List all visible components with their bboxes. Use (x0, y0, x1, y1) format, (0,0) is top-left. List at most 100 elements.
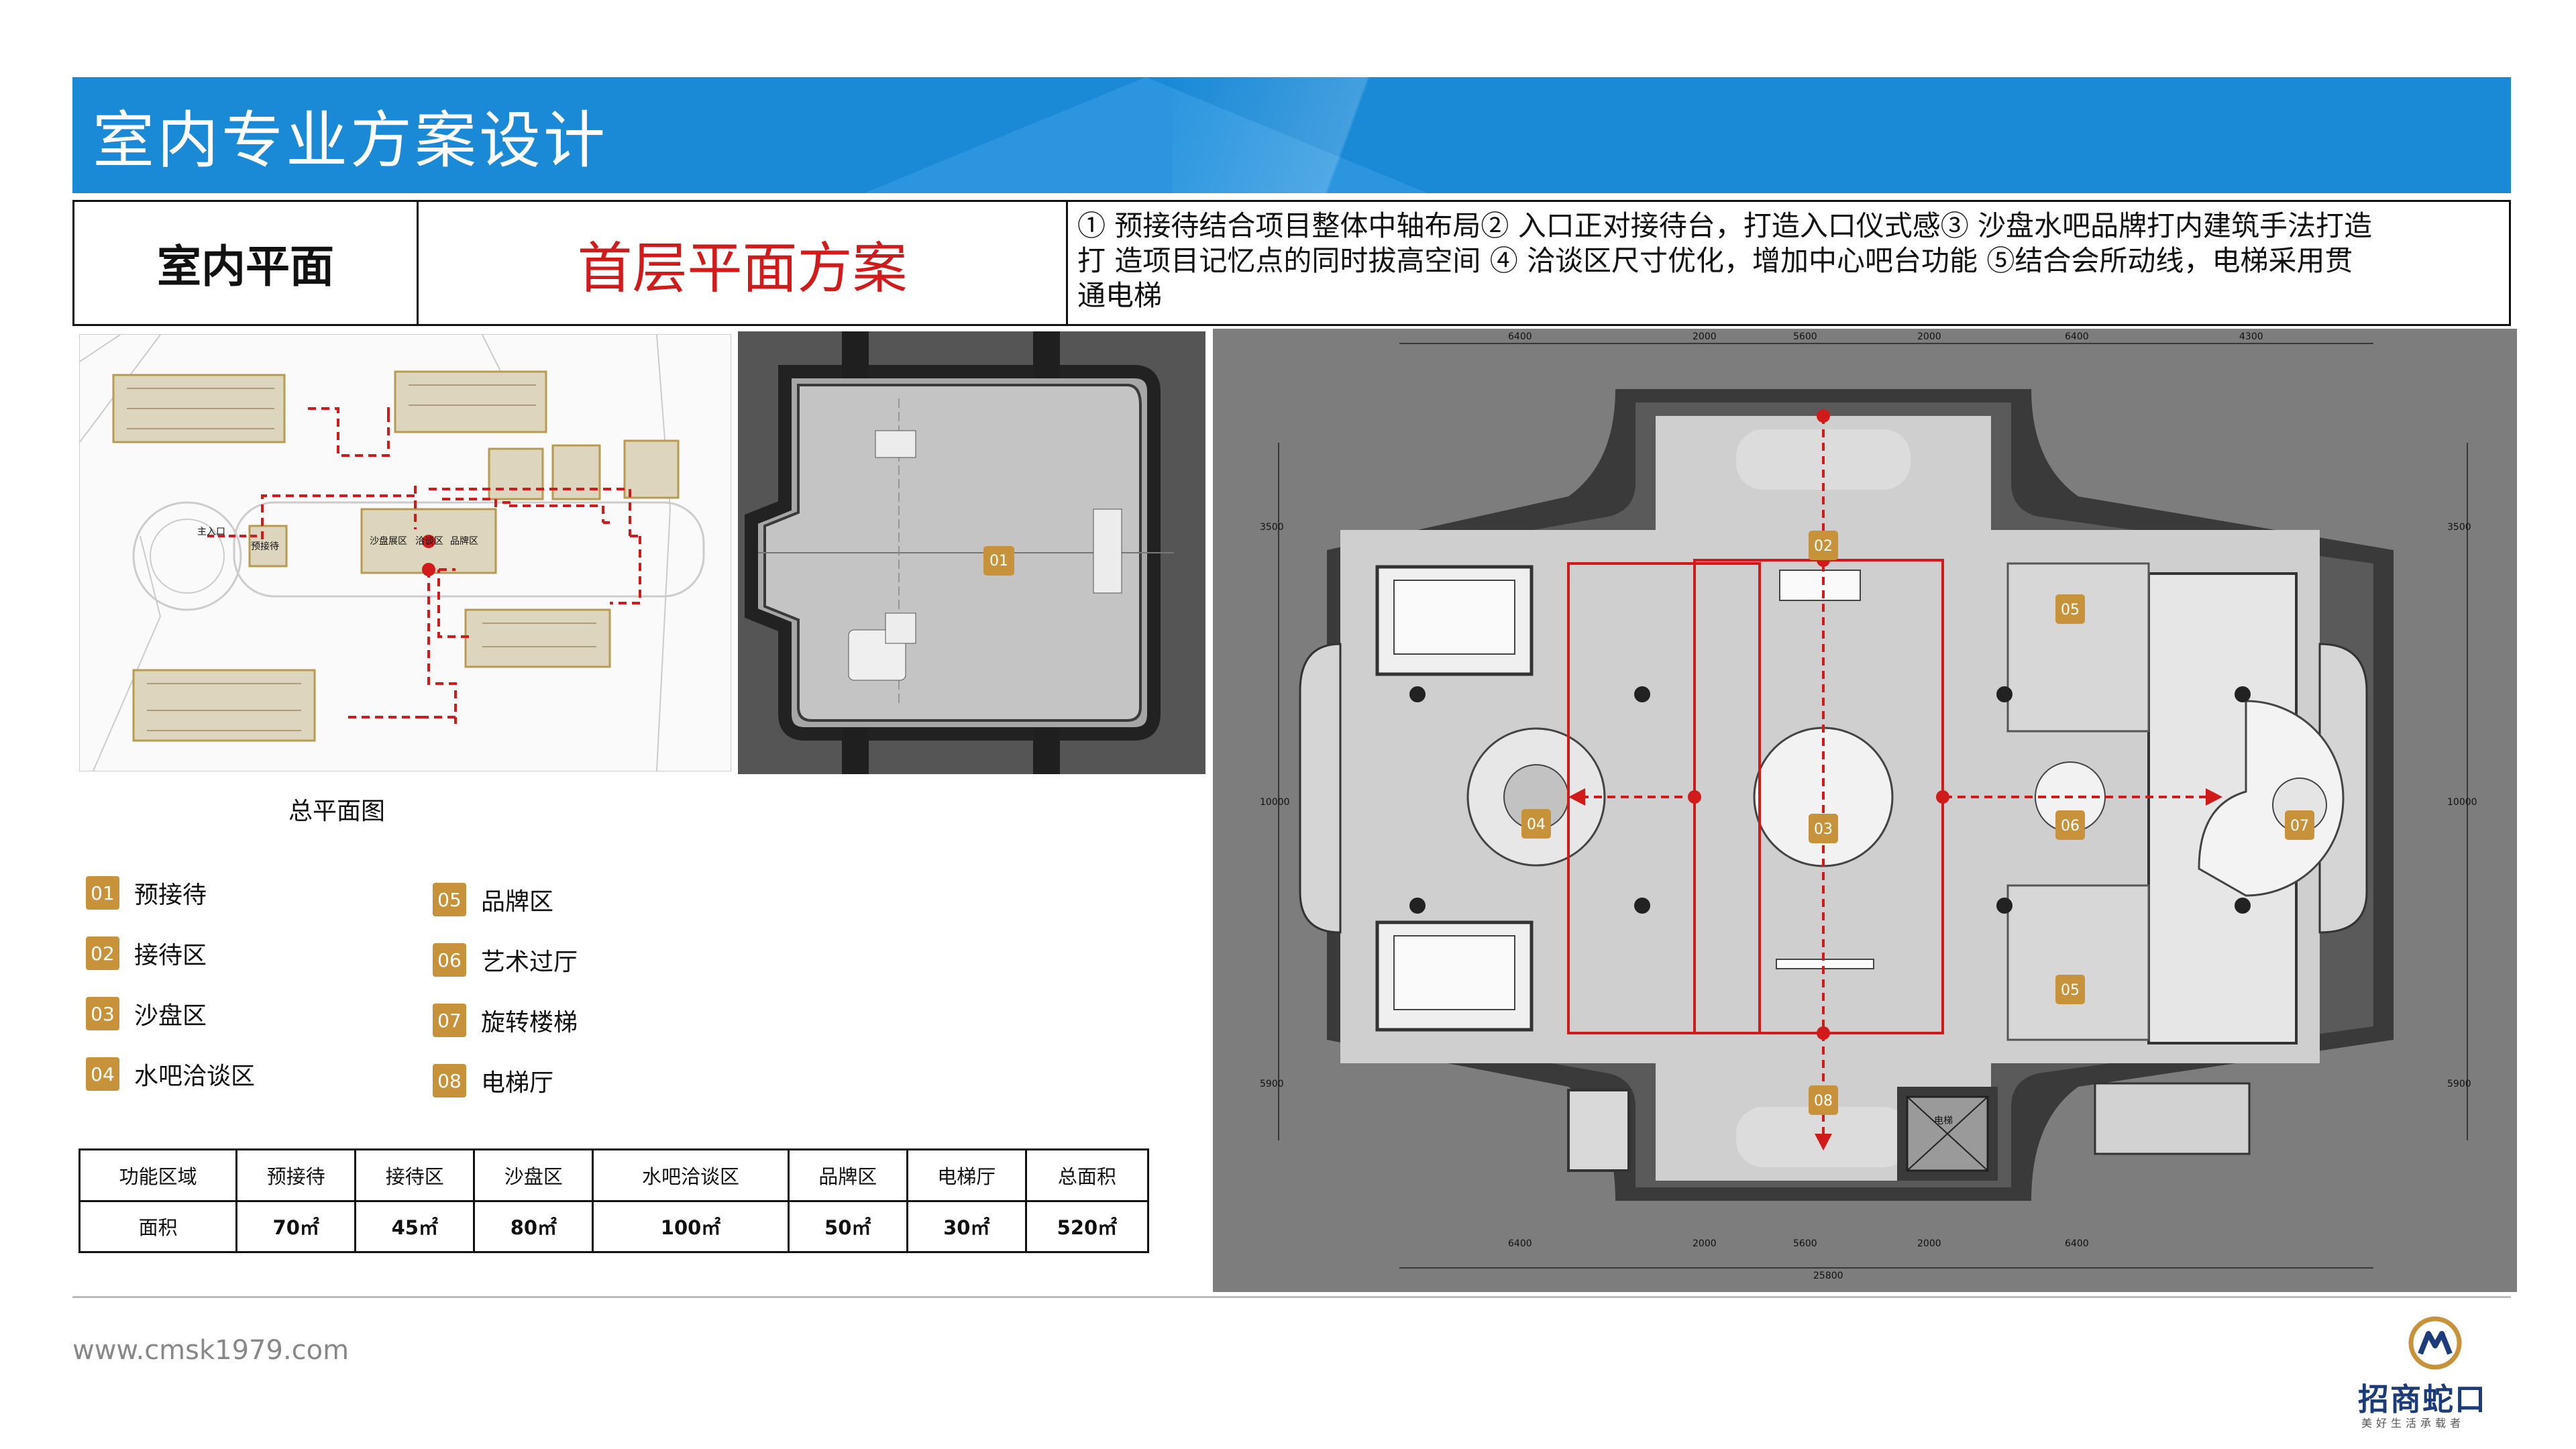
dim-bottom-1: 2000 (1693, 1238, 1717, 1249)
table-header-cell: 品牌区 (787, 1148, 908, 1202)
site-label-sand-table: 沙盘展区 (370, 535, 407, 547)
plan-badge-label: 02 (1814, 538, 1833, 555)
plan-badge (2055, 975, 2085, 1004)
legend-label: 沙盘区 (134, 1002, 207, 1030)
table-cell: 70㎡ (235, 1199, 357, 1253)
table-header-cell: 接待区 (354, 1148, 476, 1202)
design-note-line: 打 造项目记忆点的同时拔高空间 ④ 洽谈区尺寸优化，增加中心吧台功能 ⑤结合会所… (1077, 244, 2353, 277)
dimension-labels: 6400 2000 5600 2000 6400 4300 6400 2000 … (1260, 331, 2477, 1281)
plan-badge-label: 05 (2061, 602, 2080, 619)
table-cell: 100㎡ (592, 1199, 790, 1253)
entrance-plan: 01 (738, 331, 1205, 774)
table-header-cell: 电梯厅 (906, 1148, 1027, 1202)
dim-total: 25800 (1813, 1271, 1843, 1281)
plan-badge-label: 04 (1527, 816, 1546, 833)
table-header-row: 功能区域 预接待 接待区 沙盘区 水吧洽谈区 品牌区 电梯厅 总面积 (78, 1148, 1150, 1202)
legend-item: 08 电梯厅 (433, 1063, 553, 1098)
dim-bottom-0: 6400 (1508, 1238, 1532, 1249)
legend-badge: 05 (433, 883, 466, 916)
legend-badge: 08 (433, 1064, 466, 1097)
legend-item: 06 艺术过厅 (433, 943, 578, 977)
area-table: 功能区域 预接待 接待区 沙盘区 水吧洽谈区 品牌区 电梯厅 总面积 面积 70… (78, 1148, 1150, 1253)
plan-badge (1809, 531, 1838, 560)
table-row: 面积 70㎡ 45㎡ 80㎡ 100㎡ 50㎡ 30㎡ 520㎡ (78, 1199, 1150, 1253)
table-cell: 80㎡ (473, 1199, 594, 1253)
legend-badge: 02 (86, 936, 119, 970)
design-note-line: 通电梯 (1077, 279, 1163, 312)
legend-item: 07 旋转楼梯 (433, 1003, 578, 1038)
header-banner: 室内专业方案设计 (72, 77, 2511, 193)
header-decoration-stripe (1173, 77, 1454, 193)
site-label-brand: 品牌区 (450, 535, 478, 547)
plan-badge-label: 06 (2061, 818, 2080, 835)
dim-top-0: 6400 (1508, 331, 1532, 342)
dim-side-0: 3500 (1260, 522, 1284, 533)
company-logo-icon (2408, 1316, 2462, 1370)
legend-item: 04 水吧洽谈区 (86, 1057, 255, 1091)
table-row-label: 面积 (78, 1199, 238, 1253)
dim-top-2: 5600 (1793, 331, 1817, 342)
dim-bottom-4: 6400 (2065, 1238, 2089, 1249)
plan-badge-label: 07 (2290, 818, 2309, 835)
table-cell: 45㎡ (354, 1199, 476, 1253)
plan-badge (983, 546, 1014, 576)
table-header-cell: 功能区域 (78, 1148, 238, 1202)
site-label-pre-reception: 预接待 (251, 541, 279, 552)
design-notes: ① 预接待结合项目整体中轴布局② 入口正对接待台，打造入口仪式感③ 沙盘水吧品牌… (1077, 209, 2500, 313)
plan-badge-label: 05 (2061, 982, 2080, 999)
table-header-cell: 预接待 (235, 1148, 357, 1202)
design-note-line: ① 预接待结合项目整体中轴布局② 入口正对接待台，打造入口仪式感③ 沙盘水吧品牌… (1077, 209, 2373, 242)
table-header-cell: 水吧洽谈区 (592, 1148, 790, 1202)
legend-label: 电梯厅 (481, 1069, 554, 1097)
company-logo-slogan: 美好生活承载者 (2361, 1417, 2465, 1430)
plan-badge (1521, 809, 1551, 839)
dim-bottom-3: 2000 (1917, 1238, 1941, 1249)
footer-url[interactable]: www.cmsk1979.com (72, 1335, 350, 1366)
plan-badge (2055, 810, 2085, 840)
plan-badge-label: 01 (989, 553, 1008, 570)
entrance-plan-drawing: 01 (738, 331, 1205, 774)
dim-top-3: 2000 (1917, 331, 1941, 342)
legend-item: 03 沙盘区 (86, 996, 207, 1031)
site-label-entrance: 主入口 (197, 527, 225, 537)
legend-label: 预接待 (134, 881, 207, 909)
table-cell: 520㎡ (1024, 1199, 1150, 1253)
legend-label: 艺术过厅 (481, 949, 578, 976)
table-header-cell: 总面积 (1024, 1148, 1150, 1202)
company-logo-name: 招商蛇口 (2358, 1381, 2487, 1417)
site-plan-caption: 总平面图 (288, 798, 386, 825)
plan-badge (1809, 1085, 1838, 1115)
plan-badge (2285, 810, 2314, 840)
legend-label: 品牌区 (481, 888, 554, 916)
legend-label: 旋转楼梯 (481, 1009, 578, 1036)
site-plan-drawing: 主入口 预接待 沙盘展区 洽谈区 品牌区 (79, 334, 731, 771)
legend-label: 接待区 (134, 942, 207, 969)
dim-side-1: 10000 (1260, 797, 1290, 808)
legend-badge: 06 (433, 943, 466, 977)
legend-item: 01 预接待 (86, 875, 207, 910)
elevator-label: 电梯 (1934, 1116, 1953, 1126)
table-header-cell: 沙盘区 (473, 1148, 594, 1202)
page-title: 室内专业方案设计 (93, 105, 608, 176)
plan-badge-label: 08 (1814, 1093, 1833, 1110)
dim-top-1: 2000 (1693, 331, 1717, 342)
legend-badge: 01 (86, 876, 119, 910)
dim-side-right-1: 10000 (2447, 797, 2477, 808)
plan-title: 首层平面方案 (419, 202, 1068, 324)
dim-side-right-2: 5900 (2447, 1079, 2471, 1089)
dim-side-2: 5900 (1260, 1079, 1284, 1089)
legend-badge: 03 (86, 997, 119, 1030)
dim-side-right-0: 3500 (2447, 522, 2471, 533)
footer-divider (72, 1296, 2511, 1298)
plan-badge (2055, 594, 2085, 624)
dim-top-4: 6400 (2065, 331, 2089, 342)
plan-badge-label: 03 (1814, 821, 1833, 838)
legend-badge: 04 (86, 1057, 119, 1091)
main-floor-plan: 6400 2000 5600 2000 6400 4300 6400 2000 … (1213, 329, 2517, 1292)
summary-table: 室内平面 首层平面方案 ① 预接待结合项目整体中轴布局② 入口正对接待台，打造入… (72, 200, 2511, 326)
legend-label: 水吧洽谈区 (134, 1063, 256, 1090)
table-cell: 30㎡ (906, 1199, 1027, 1253)
main-floor-plan-drawing: 6400 2000 5600 2000 6400 4300 6400 2000 … (1213, 329, 2517, 1292)
legend-item: 02 接待区 (86, 936, 207, 971)
legend-badge: 07 (433, 1004, 466, 1037)
